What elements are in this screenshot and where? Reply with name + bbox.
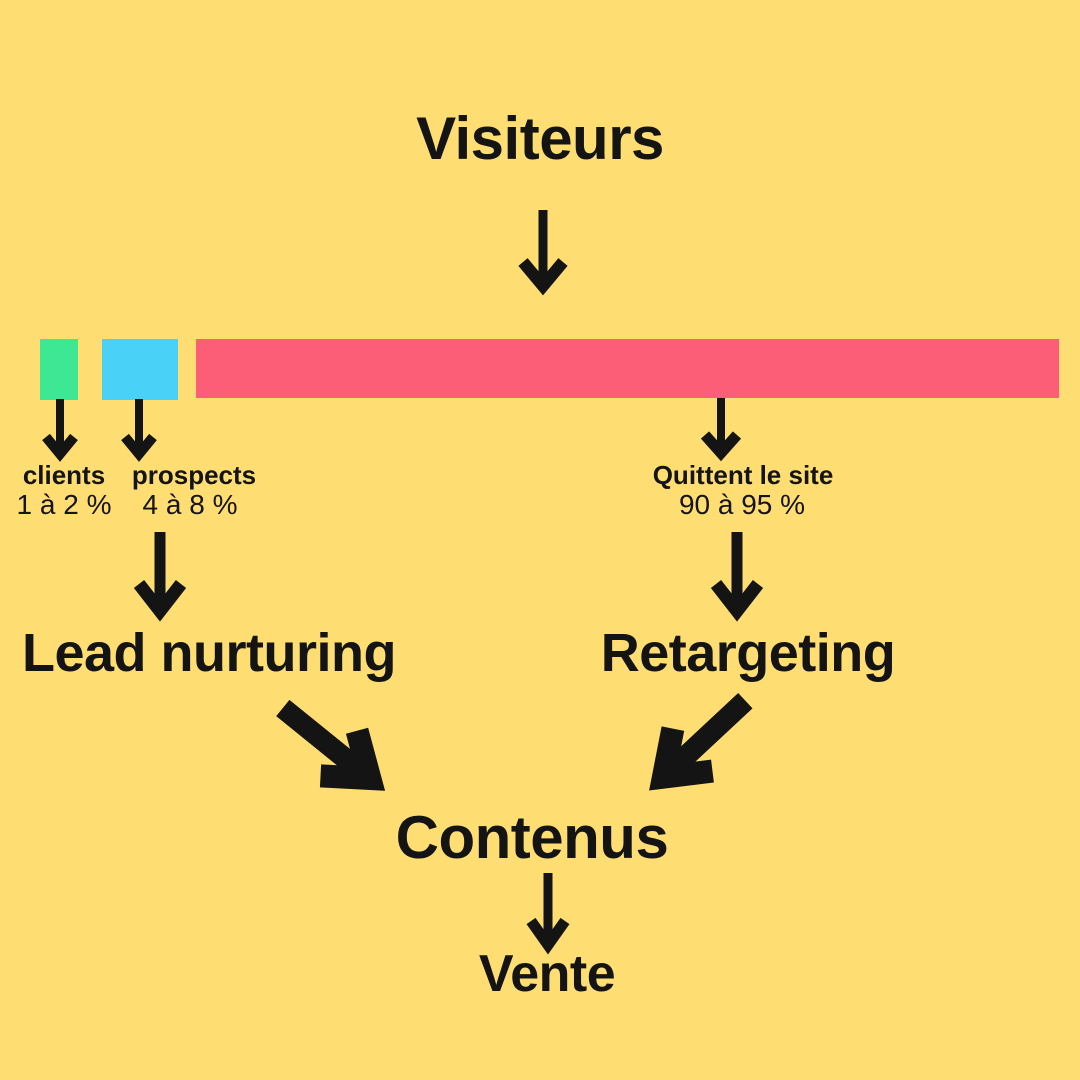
exit-value: 90 à 95 % bbox=[678, 489, 806, 520]
visitors-down-arrow-icon bbox=[518, 210, 568, 296]
lead-nurturing-title: Lead nurturing bbox=[22, 623, 396, 683]
prospects-value: 4 à 8 % bbox=[142, 489, 238, 520]
clients-value: 1 à 2 % bbox=[16, 489, 112, 520]
exit-label: Quittent le site bbox=[652, 460, 834, 490]
retargeting-down-arrow-icon bbox=[710, 532, 764, 622]
retargeting-to-contenus-diagonal-arrow-icon bbox=[649, 693, 753, 791]
lead-nurturing-down-arrow-icon bbox=[133, 532, 187, 622]
clients-down-arrow-icon bbox=[42, 399, 78, 462]
page-title: Visiteurs bbox=[416, 105, 664, 172]
retargeting-title: Retargeting bbox=[600, 623, 896, 683]
prospects-label: prospects bbox=[131, 460, 257, 490]
bar-segment-prospects bbox=[102, 339, 178, 400]
vente-title: Vente bbox=[478, 945, 616, 1003]
clients-label: clients bbox=[22, 460, 106, 490]
bar-segment-clients bbox=[40, 339, 78, 400]
exit-down-arrow-icon bbox=[700, 398, 742, 462]
contenus-to-vente-down-arrow-icon bbox=[526, 873, 570, 955]
prospects-down-arrow-icon bbox=[121, 399, 157, 462]
bar-segment-exit bbox=[196, 339, 1059, 398]
contenus-title: Contenus bbox=[395, 804, 669, 871]
lead-to-contenus-diagonal-arrow-icon bbox=[276, 699, 386, 791]
